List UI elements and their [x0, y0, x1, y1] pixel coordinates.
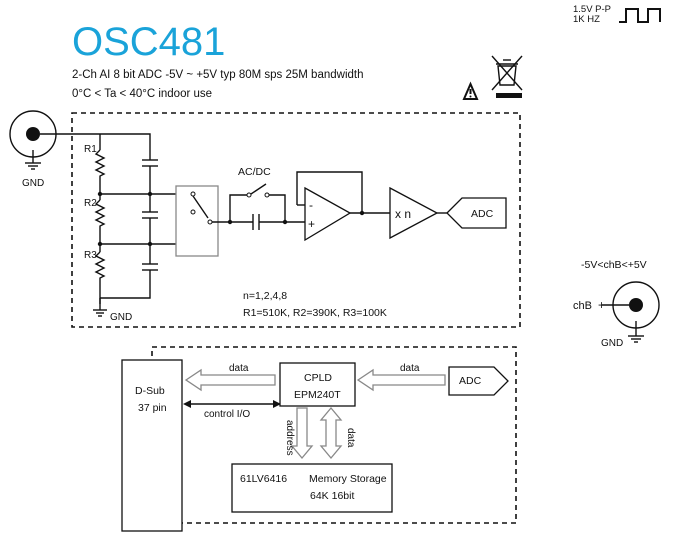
control-io-label: control I/O — [204, 409, 250, 420]
capacitor-c2 — [142, 194, 158, 244]
coupling-capacitor — [230, 214, 305, 230]
warning-icon — [462, 81, 479, 100]
adc-block-digital — [448, 366, 509, 396]
cha-gnd-label: GND — [22, 178, 44, 189]
analog-frontend-boundary — [71, 112, 521, 328]
bnc-connector-cha-icon — [9, 110, 57, 170]
spec-line-1: 2-Ch AI 8 bit ADC -5V ~ +5V typ 80M sps … — [72, 69, 364, 81]
address-arrow — [290, 407, 314, 460]
ladder-gnd-label: GND — [110, 312, 132, 323]
gain-amplifier — [389, 186, 439, 240]
chb-label: chB — [573, 300, 592, 312]
memory-title: Memory Storage — [309, 473, 387, 485]
product-title: OSC481 — [72, 20, 225, 64]
square-wave-icon — [619, 8, 661, 23]
r3-label: R3 — [84, 250, 97, 261]
opamp-buffer — [296, 171, 390, 242]
data-left-label: data — [229, 363, 249, 374]
weee-bin-icon — [491, 55, 523, 98]
adc-block-cha — [446, 197, 507, 229]
memory-size: 64K 16bit — [310, 490, 354, 502]
memory-block — [231, 463, 393, 513]
opamp-plus-label: + — [308, 217, 315, 231]
r2-label: R2 — [84, 198, 97, 209]
capacitor-c3 — [100, 244, 158, 299]
chb-gnd-label: GND — [601, 338, 623, 349]
opamp-minus-label: - — [309, 198, 313, 212]
r1-label: R1 — [84, 144, 97, 155]
acdc-label: AC/DC — [238, 166, 271, 178]
chb-plus-sign: + — [598, 298, 605, 312]
cpld-part: EPM240T — [294, 389, 341, 401]
memory-data-label: data — [345, 428, 356, 448]
memory-data-arrow — [319, 406, 343, 460]
adc-cha-label: ADC — [471, 208, 494, 220]
dsub-title: D-Sub — [135, 385, 165, 397]
resistor-r1 — [94, 149, 106, 194]
data-arrow-to-cpld — [356, 368, 446, 392]
cpld-title: CPLD — [304, 372, 332, 384]
ladder-ground-icon — [93, 298, 107, 317]
data-right-label: data — [400, 363, 420, 374]
control-io-arrow — [183, 400, 281, 408]
range-switch-icon — [190, 191, 213, 225]
dsub-connector-block — [121, 359, 183, 532]
acdc-switch-icon — [229, 183, 286, 222]
resistor-note: R1=510K, R2=390K, R3=100K — [243, 307, 387, 319]
adc-digital-label: ADC — [459, 375, 482, 387]
gain-label: x n — [395, 207, 411, 221]
chb-range-label: -5V<chB<+5V — [581, 259, 647, 271]
cal-frequency-label: 1K HZ — [573, 14, 600, 25]
spec-line-2: 0°C < Ta < 40°C indoor use — [72, 88, 212, 100]
dsub-pins: 37 pin — [138, 402, 167, 414]
memory-chip-label: 61LV6416 — [240, 473, 287, 485]
address-label: address — [284, 420, 295, 456]
bnc-connector-chb-icon — [602, 281, 660, 343]
input-wire — [40, 133, 151, 160]
capacitor-c1 — [142, 159, 158, 194]
resistor-r2 — [94, 199, 106, 244]
cal-voltage-label: 1.5V P-P — [573, 4, 611, 15]
gain-note: n=1,2,4,8 — [243, 290, 287, 302]
data-arrow-to-dsub — [184, 368, 276, 392]
cpld-block — [279, 362, 356, 407]
resistor-r3 — [94, 251, 106, 304]
